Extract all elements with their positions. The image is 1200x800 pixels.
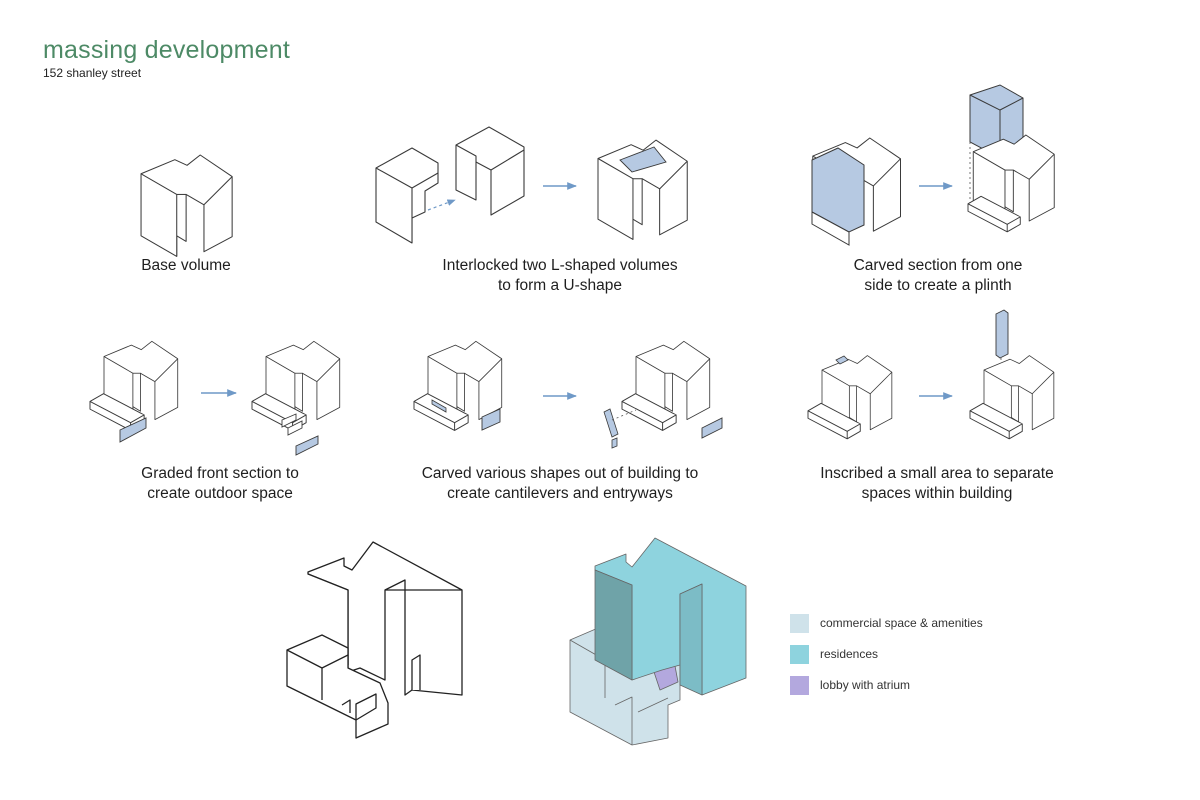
page-title: massing development <box>43 36 290 64</box>
graded-before-diagram <box>89 340 179 443</box>
legend-swatch-lobby <box>790 675 809 695</box>
inscribe-after-diagram <box>969 309 1055 440</box>
legend-swatch-residences <box>790 644 809 664</box>
u-shape-diagram <box>597 139 688 240</box>
plinth-exploded-diagram <box>967 84 1055 233</box>
carve-before-diagram <box>413 340 503 431</box>
graded-after-diagram <box>251 340 341 456</box>
interlock-diagram <box>375 126 525 244</box>
legend-item-residences: residences <box>790 644 878 664</box>
legend-swatch-commercial <box>790 613 809 633</box>
base-volume-diagram <box>140 154 233 257</box>
caption-carved: Carved various shapes out of building to… <box>421 465 699 502</box>
final-massing-colored <box>569 537 747 746</box>
carve-after-diagram <box>603 340 723 449</box>
legend-item-lobby: lobby with atrium <box>790 675 910 695</box>
inscribe-before-diagram <box>807 355 893 440</box>
caption-base-volume: Base volume <box>141 257 231 274</box>
page-subtitle: 152 shanley street <box>43 66 142 80</box>
legend-item-commercial: commercial space & amenities <box>790 613 983 633</box>
final-massing-outline <box>286 541 463 739</box>
legend-label-commercial: commercial space & amenities <box>820 616 983 630</box>
plinth-carve-diagram <box>811 137 902 246</box>
legend-label-residences: residences <box>820 647 879 661</box>
legend-label-lobby: lobby with atrium <box>820 678 911 692</box>
